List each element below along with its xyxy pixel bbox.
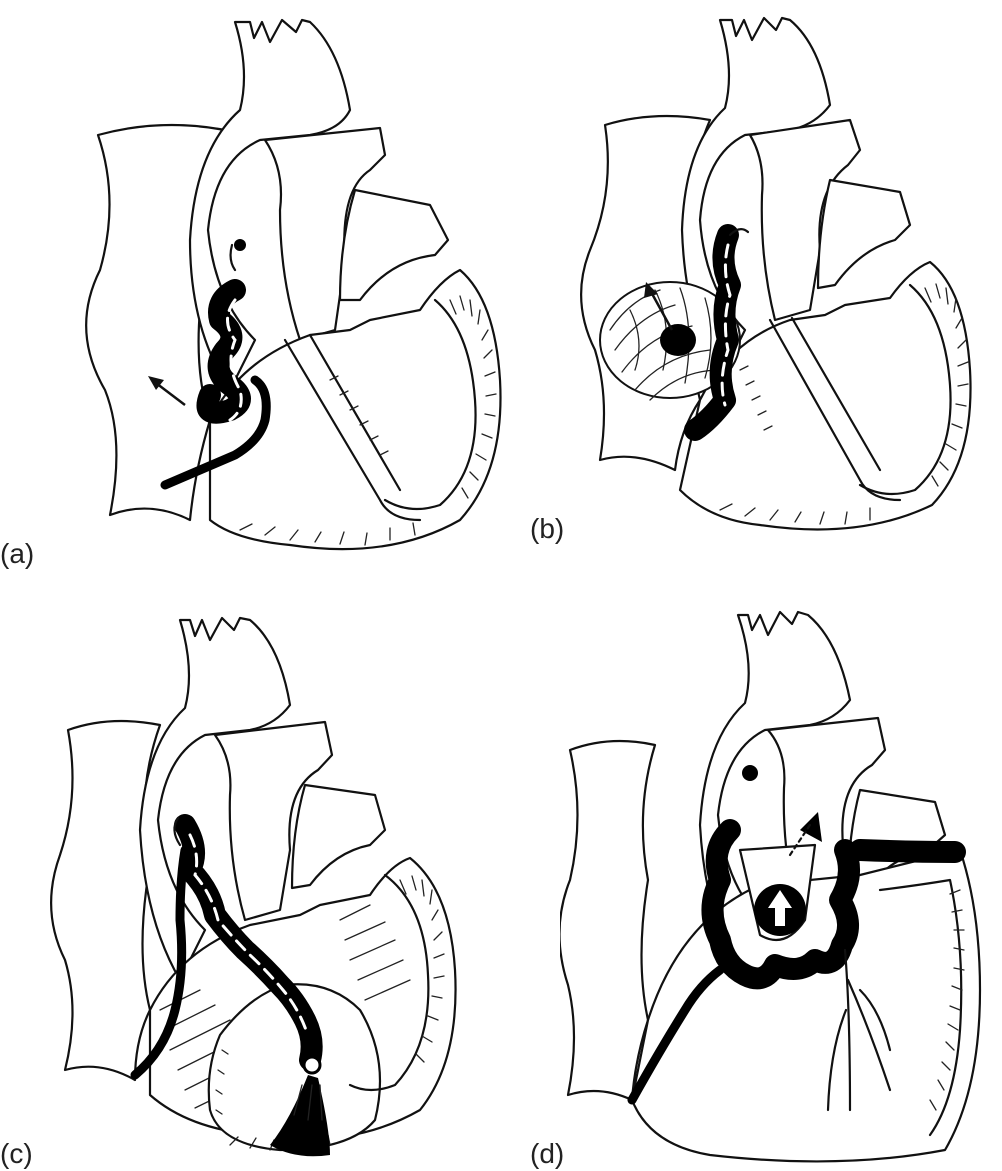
- panel-label-a: (a): [0, 540, 34, 568]
- panel-a: [40, 0, 510, 560]
- panel-label-c: (c): [0, 1140, 33, 1168]
- heart-diagram-b: [560, 0, 1000, 540]
- panel-c: [40, 590, 510, 1170]
- heart-diagram-c: [40, 590, 510, 1170]
- panel-label-b: (b): [530, 515, 564, 543]
- panel-label-d: (d): [530, 1140, 564, 1168]
- heart-diagram-a: [40, 0, 510, 560]
- heart-diagram-d: [560, 590, 1000, 1170]
- panel-b: [560, 0, 1000, 540]
- panel-d: [560, 590, 1000, 1170]
